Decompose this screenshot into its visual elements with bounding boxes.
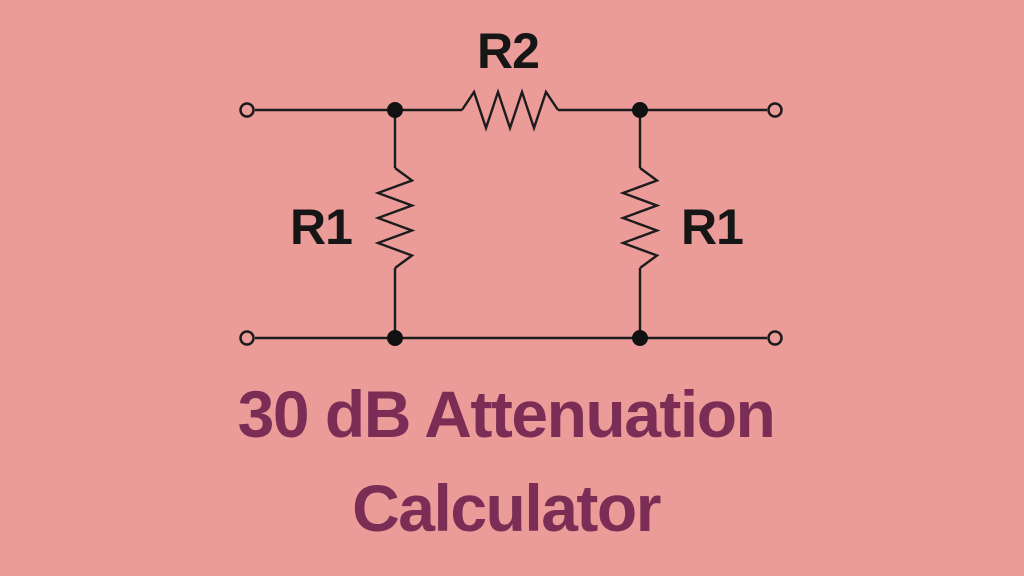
junction-dot-top-right <box>632 102 648 118</box>
resistor-r1-left-label: R1 <box>290 199 353 255</box>
output-terminal-bottom <box>767 330 783 346</box>
resistor-r1-left-symbol <box>374 167 416 269</box>
input-terminal-bottom <box>239 330 255 346</box>
resistor-r1-right-label: R1 <box>681 199 744 255</box>
input-terminal-top <box>239 102 255 118</box>
resistor-r2-label: R2 <box>477 23 540 79</box>
page-title: 30 dB Attenuation Calculator <box>0 367 1012 555</box>
junction-dot-top-left <box>387 102 403 118</box>
resistor-r2-symbol <box>461 88 559 132</box>
junction-dot-bottom-left <box>387 330 403 346</box>
title-line-1: 30 dB Attenuation <box>237 377 776 451</box>
resistor-r1-right-symbol <box>619 167 661 269</box>
junction-dot-bottom-right <box>632 330 648 346</box>
title-line-2: Calculator <box>352 471 661 545</box>
output-terminal-top <box>767 102 783 118</box>
